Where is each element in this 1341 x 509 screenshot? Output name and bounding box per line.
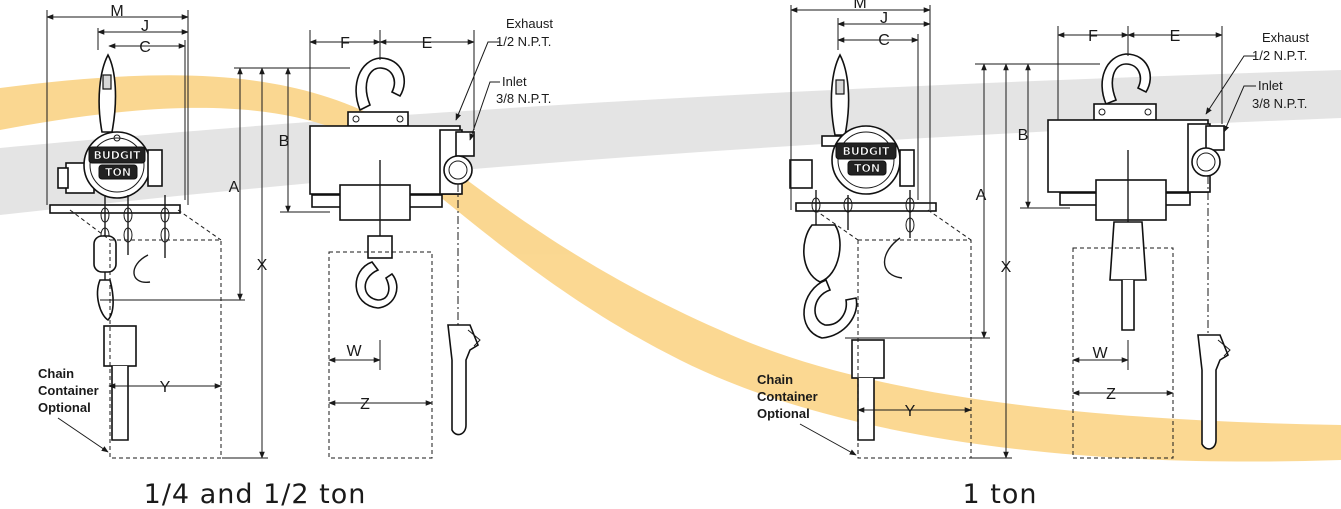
left-dim-w: W [346,343,362,360]
right-inlet-leader [1223,85,1256,133]
left-exhaust-label: Exhaust [506,16,553,31]
left-dim-f: F [340,35,350,52]
right-chain-container-line3: Optional [757,406,810,421]
left-dim-y: Y [160,379,171,396]
left-brand-line1: BUDGIT [93,149,141,162]
left-chain-container-line2: Container [38,383,99,398]
right-dim-a: A [976,187,987,204]
right-brand-line1: BUDGIT [842,145,890,158]
right-chain-container-line2: Container [757,389,818,404]
left-dim-e: E [422,35,433,52]
right-dim-j: J [880,10,888,27]
right-front-view [789,53,972,459]
right-exhaust-leader [1205,55,1256,115]
right-side-view [1047,53,1231,459]
left-chain-container-line1: Chain [38,366,74,381]
left-dim-a: A [229,179,240,196]
right-chain-container-leader [799,423,857,456]
right-chain-container-line1: Chain [757,372,793,387]
left-dim-j: J [141,18,149,35]
right-dim-m: M [853,0,866,12]
left-dim-m: M [110,3,123,20]
left-chain-container-leader [57,417,109,453]
left-front-dimensions [46,10,245,389]
right-exhaust-size: 1/2 N.P.T. [1252,48,1307,63]
right-front-dimensions [790,5,990,413]
left-dim-z: Z [360,396,370,413]
left-exhaust-leader [455,41,500,121]
right-exhaust-label: Exhaust [1262,30,1309,45]
right-chain-links [811,197,915,233]
right-dim-b: B [1018,127,1029,144]
right-brand-line2: TON [854,162,880,175]
left-inlet-size: 3/8 N.P.T. [496,91,551,106]
left-vertical-dimensions [222,67,350,459]
left-exhaust-size: 1/2 N.P.T. [496,34,551,49]
left-dim-c: C [139,39,151,56]
left-brand-line2: TON [105,166,131,179]
right-side-dimensions [1057,26,1223,396]
left-dim-x: X [257,257,268,274]
right-dim-w: W [1092,345,1108,362]
left-side-dimensions [309,30,475,406]
left-inlet-label: Inlet [502,74,527,89]
right-inlet-label: Inlet [1258,78,1283,93]
right-dim-f: F [1088,28,1098,45]
right-dim-y: Y [905,403,916,420]
right-caption: 1 ton [963,479,1038,509]
right-dim-c: C [878,32,890,49]
right-vertical-dimensions [971,63,1100,459]
right-dim-z: Z [1106,386,1116,403]
left-side-view [309,57,481,459]
left-caption: 1/4 and 1/2 ton [144,479,367,509]
right-dim-x: X [1001,259,1012,276]
right-dim-e: E [1170,28,1181,45]
left-dim-b: B [279,133,290,150]
left-chain-container-line3: Optional [38,400,91,415]
left-inlet-leader [469,81,500,141]
right-inlet-size: 3/8 N.P.T. [1252,96,1307,111]
